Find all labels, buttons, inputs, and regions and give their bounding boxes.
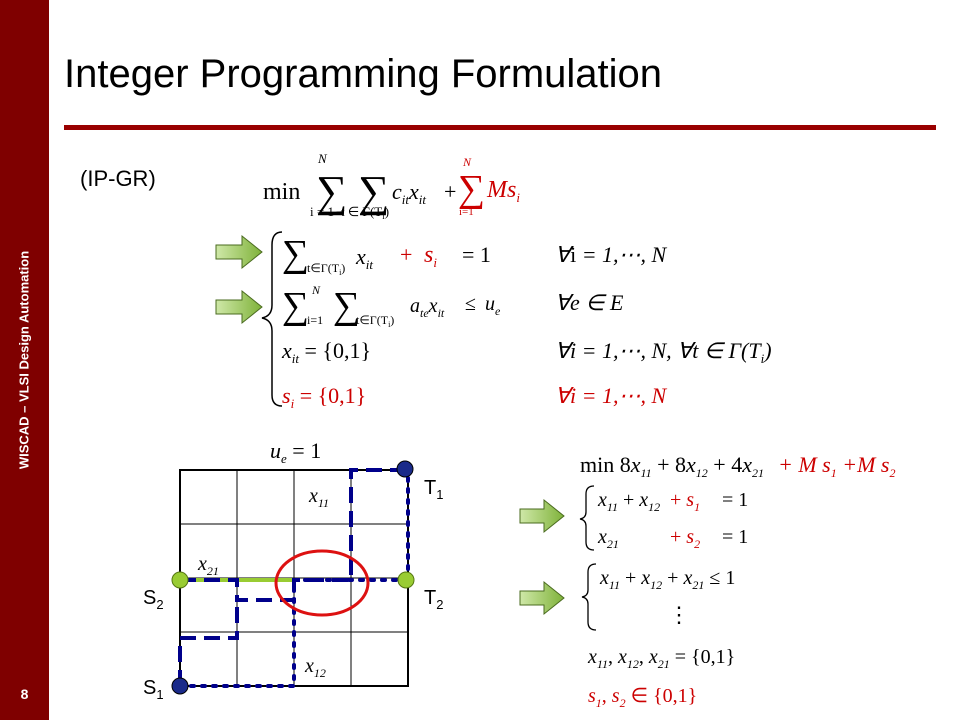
pin-t1 xyxy=(396,460,414,478)
objective-formula: min ∑ N i = 1 ∑ t ∈ Γ(Ti) citxit + ∑ N i… xyxy=(263,151,520,221)
svg-text:x11 + x12: x11 + x12 xyxy=(597,489,660,514)
svg-text:+: + xyxy=(400,242,412,267)
svg-text:∀i = 1,⋯, N, ∀t ∈ Γ(Ti): ∀i = 1,⋯, N, ∀t ∈ Γ(Ti) xyxy=(555,338,772,366)
svg-text:= 1: = 1 xyxy=(722,489,748,511)
svg-text:x21: x21 xyxy=(597,526,619,551)
svg-text:N: N xyxy=(317,151,328,166)
svg-text:∑: ∑ xyxy=(282,233,309,275)
svg-text:si = {0,1}: si = {0,1} xyxy=(282,383,366,411)
svg-text:si: si xyxy=(424,242,437,270)
svg-text:= 1: = 1 xyxy=(462,242,491,267)
svg-text:t ∈ Γ(Ti): t ∈ Γ(Ti) xyxy=(341,204,389,221)
svg-text:∑: ∑ xyxy=(333,285,360,327)
svg-text:min: min xyxy=(263,179,300,205)
formulation-name: (IP-GR) xyxy=(80,166,156,191)
svg-text:N: N xyxy=(462,155,472,169)
title-rule xyxy=(64,125,936,130)
overflow-highlight xyxy=(274,549,370,617)
svg-text:i=1: i=1 xyxy=(459,206,474,218)
svg-text:Msi: Msi xyxy=(486,177,520,205)
capacity-label: ue = 1 xyxy=(270,438,321,466)
routing-grid: ue = 1 T1 T2 S2 S1 x11 x21 x12 xyxy=(143,438,443,702)
svg-text:+ s2: + s2 xyxy=(670,526,700,551)
svg-text:+: + xyxy=(444,179,456,204)
svg-text:atexit: atexit xyxy=(410,295,445,320)
constraint-system: ∑ t∈Γ(Ti) xit + si = 1 ∀i = 1,⋯, N ∑ N i… xyxy=(215,231,772,411)
svg-text:x11 + x12 + x21 ≤ 1: x11 + x12 + x21 ≤ 1 xyxy=(599,567,735,592)
svg-text:≤: ≤ xyxy=(465,293,476,315)
svg-text:min 8x11 + 8x12 + 4x21: min 8x11 + 8x12 + 4x21 xyxy=(580,452,764,480)
arrow-icon xyxy=(519,580,565,616)
svg-text:∑: ∑ xyxy=(458,168,485,210)
svg-text:s1, s2 ∈ {0,1}: s1, s2 ∈ {0,1} xyxy=(588,685,697,710)
svg-text:∀e ∈ E: ∀e ∈ E xyxy=(555,290,624,315)
arrow-icon xyxy=(519,498,565,534)
pin-label-s1: S1 xyxy=(143,677,164,702)
svg-text:t∈Γ(Ti): t∈Γ(Ti) xyxy=(356,313,394,329)
svg-text:∑: ∑ xyxy=(316,167,347,216)
pin-s1 xyxy=(171,677,189,695)
svg-text:⋮: ⋮ xyxy=(668,602,690,627)
arrow-icon xyxy=(215,234,263,270)
svg-text:N: N xyxy=(311,283,321,297)
arrow-icon xyxy=(215,289,263,325)
pin-label-s2: S2 xyxy=(143,587,164,612)
slide-title: Integer Programming Formulation xyxy=(64,52,663,96)
svg-text:i = 1: i = 1 xyxy=(310,204,334,219)
svg-text:+ s1: + s1 xyxy=(670,489,700,514)
svg-text:i=1: i=1 xyxy=(307,313,323,327)
pin-label-t2: T2 xyxy=(424,587,443,612)
svg-text:∑: ∑ xyxy=(358,167,389,216)
pin-label-t1: T1 xyxy=(424,477,443,502)
edge-label-x21: x21 xyxy=(197,553,219,578)
svg-text:citxit: citxit xyxy=(392,179,426,207)
svg-text:+ M s1 +M s2: + M s1 +M s2 xyxy=(778,452,895,480)
svg-text:xit: xit xyxy=(355,244,373,272)
svg-text:∀i = 1,⋯, N: ∀i = 1,⋯, N xyxy=(555,242,668,267)
pin-s2 xyxy=(171,571,189,589)
pin-t2 xyxy=(397,571,415,589)
svg-text:∀i = 1,⋯, N: ∀i = 1,⋯, N xyxy=(555,383,668,408)
edge-label-x11: x11 xyxy=(308,485,329,510)
example-formulation: min 8x11 + 8x12 + 4x21 + M s1 +M s2 x11 … xyxy=(519,452,895,710)
svg-text:= 1: = 1 xyxy=(722,526,748,548)
edge-label-x12: x12 xyxy=(304,655,326,680)
svg-text:ue: ue xyxy=(485,293,501,318)
svg-text:xit = {0,1}: xit = {0,1} xyxy=(281,338,371,366)
svg-text:x11, x12, x21 = {0,1}: x11, x12, x21 = {0,1} xyxy=(587,646,735,671)
svg-text:t∈Γ(Ti): t∈Γ(Ti) xyxy=(307,261,345,277)
sidebar: WISCAD – VLSI Design Automation 8 xyxy=(0,0,49,720)
svg-text:∑: ∑ xyxy=(282,285,309,327)
page-number: 8 xyxy=(20,686,29,702)
